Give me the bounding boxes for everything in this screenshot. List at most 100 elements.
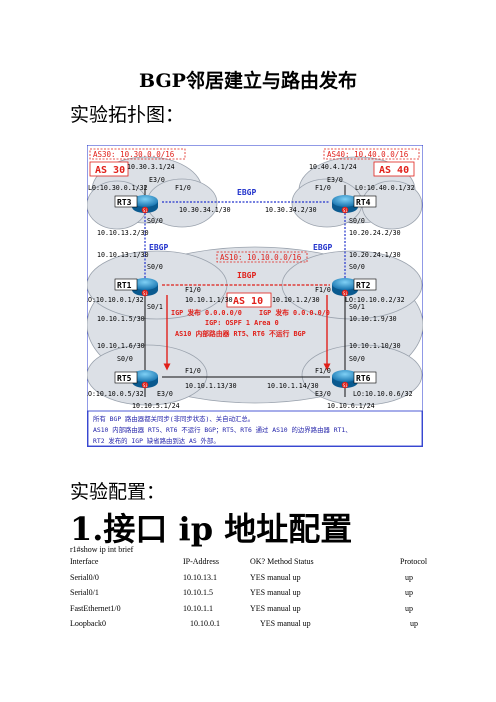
r3-s00-if: S0/0 xyxy=(147,217,163,225)
cell-protocol: up xyxy=(410,619,418,628)
cell-status: YES manual up xyxy=(260,619,311,628)
router-mark: Si xyxy=(343,383,348,388)
footer-note-box xyxy=(87,410,423,447)
r4-f10-ip: 10.30.34.2/30 xyxy=(265,206,317,214)
r5-loopback: LO:10.10.0.5/32 xyxy=(87,390,144,398)
igp-right-label: IGP 发布 0.0.0.0/0 xyxy=(259,308,330,317)
as40-box-label: AS40: 10.40.0.0/16 xyxy=(327,150,409,159)
r6-f10-if: F1/0 xyxy=(315,367,331,375)
r1-s01-if: S0/1 xyxy=(147,303,163,311)
r5-f10-if: F1/0 xyxy=(185,367,201,375)
r3-s00-ip: 10.10.13.2/30 xyxy=(97,229,149,237)
r2-loopback: LO:10.10.0.2/32 xyxy=(345,296,405,304)
r3-e30-if: E3/0 xyxy=(149,176,165,184)
table-row: Serial0/0 10.10.13.1 YES manual up up xyxy=(70,573,430,589)
ibgp-label: IBGP xyxy=(237,271,256,280)
table-header: Interface IP-Address OK? Method Status P… xyxy=(70,557,430,573)
cell-ip: 10.10.1.1 xyxy=(183,603,213,613)
router-mark: Si xyxy=(143,291,148,296)
as40-label: AS 40 xyxy=(379,165,409,176)
footer-line-3: RT2 发布的 IGP 缺省路由到达 AS 外部。 xyxy=(93,436,220,445)
router-rt5-icon: Si xyxy=(132,370,158,389)
r6-loopback: LO:10.10.0.6/32 xyxy=(353,390,413,398)
router-mark: Si xyxy=(143,208,148,213)
as10-tag xyxy=(226,292,272,308)
as30-box xyxy=(89,148,186,160)
as10-box-label: AS10: 10.10.0.0/16 xyxy=(220,253,302,262)
topology-heading: 实验拓扑图： xyxy=(70,104,185,126)
igp-left-label: IGP 发布 0.0.0.0/0 xyxy=(171,308,242,317)
r3-f10-ip: 10.30.34.1/30 xyxy=(179,206,231,214)
network-topology-diagram: AS30: 10.30.0.0/16 AS 30 AS40: 10.40.0.0… xyxy=(87,145,423,447)
document-title: BGP邻居建立与路由发布 xyxy=(139,70,357,92)
as30-label: AS 30 xyxy=(95,165,125,176)
r6-e30-ip: 10.10.6.1/24 xyxy=(327,402,375,410)
cell-interface: Loopback0 xyxy=(70,619,106,628)
r6-f10-ip: 10.10.1.14/30 xyxy=(267,382,319,390)
r2-s01-if: S0/1 xyxy=(349,303,365,311)
as10-note-label: AS10 内部路由器 RT5、RT6 不运行 BGP xyxy=(175,329,306,338)
table-row: Serial0/1 10.10.1.5 YES manual up up xyxy=(70,588,430,604)
r4-e30-if: E3/0 xyxy=(327,176,343,184)
router-mark: Si xyxy=(343,208,348,213)
col-ip-address: IP-Address xyxy=(183,557,219,566)
r5-s00-if: S0/0 xyxy=(117,355,133,363)
r2-s00-if: S0/0 xyxy=(349,263,365,271)
cell-protocol: up xyxy=(405,572,413,582)
r1-s00-ip: 10.10.13.1/30 xyxy=(97,251,149,259)
r3-f10-if: F1/0 xyxy=(175,184,191,192)
cell-protocol: up xyxy=(405,603,413,613)
r5-e30-ip: 10.10.5.1/24 xyxy=(132,402,180,410)
r3-e30-ip: 10.30.3.1/24 xyxy=(127,163,175,171)
cell-status: YES manual up xyxy=(250,603,301,613)
router-rt4-icon: Si xyxy=(332,195,358,214)
cell-interface: FastEthernet1/0 xyxy=(70,603,121,613)
r5-f10-ip: 10.10.1.13/30 xyxy=(185,382,237,390)
interface-table: Interface IP-Address OK? Method Status P… xyxy=(70,557,430,635)
r1-f10-if: F1/0 xyxy=(185,286,201,294)
rt4-name: RT4 xyxy=(356,198,371,207)
router-mark: Si xyxy=(143,383,148,388)
ebgp-right-label: EBGP xyxy=(313,243,332,252)
router-rt1-icon: Si xyxy=(132,278,158,297)
rt3-name: RT3 xyxy=(117,198,132,207)
rt2-name: RT2 xyxy=(356,281,371,290)
r2-f10-ip: 10.10.1.2/30 xyxy=(272,296,320,304)
cell-ip: 10.10.0.1 xyxy=(190,619,220,628)
show-command: r1#show ip int brief xyxy=(70,545,134,554)
as40-tag xyxy=(373,161,415,177)
r5-e30-if: E3/0 xyxy=(157,390,173,398)
table-row: Loopback0 10.10.0.1 YES manual up up xyxy=(70,619,430,635)
igp-ospf-label: IGP: OSPF 1 Area 0 xyxy=(205,319,279,327)
cell-ip: 10.10.13.1 xyxy=(183,572,217,582)
router-rt6-icon: Si xyxy=(332,370,358,389)
cell-status: YES manual up xyxy=(250,588,301,597)
r2-s01-ip: 10.10.1.9/30 xyxy=(349,315,397,323)
r4-e30-ip: 10.40.4.1/24 xyxy=(309,163,357,171)
col-protocol: Protocol xyxy=(400,557,428,566)
cell-interface: Serial0/1 xyxy=(70,588,99,597)
cell-interface: Serial0/0 xyxy=(70,572,99,582)
r6-s00-ip: 10.10.1.10/30 xyxy=(349,342,401,350)
r6-s00-if: S0/0 xyxy=(349,355,365,363)
as30-tag xyxy=(89,161,129,177)
r2-f10-if: F1/0 xyxy=(315,286,331,294)
section-heading-interface-ip: 1.接口 ip 地址配置 xyxy=(70,510,353,548)
as10-label: AS 10 xyxy=(233,296,263,307)
cell-status: YES manual up xyxy=(250,572,301,582)
r4-f10-if: F1/0 xyxy=(315,184,331,192)
r4-loopback: L0:10.40.0.1/32 xyxy=(355,184,415,192)
router-rt2-icon: Si xyxy=(332,278,358,297)
as10-box xyxy=(216,251,308,263)
rt6-name: RT6 xyxy=(356,374,371,383)
footer-line-2: AS10 内部路由器 RT5、RT6 不运行 BGP；RT5、RT6 通过 AS… xyxy=(93,425,352,434)
r1-f10-ip: 10.10.1.1/30 xyxy=(185,296,233,304)
rt1-name: RT1 xyxy=(117,281,132,290)
r4-s00-ip: 10.20.24.2/30 xyxy=(349,229,401,237)
ebgp-left-label: EBGP xyxy=(149,243,168,252)
table-row: FastEthernet1/0 10.10.1.1 YES manual up … xyxy=(70,604,430,620)
ebgp-top-label: EBGP xyxy=(237,188,256,197)
as40-box xyxy=(323,148,420,160)
r5-s00-ip: 10.10.1.6/30 xyxy=(97,342,145,350)
r4-s00-if: S0/0 xyxy=(349,217,365,225)
